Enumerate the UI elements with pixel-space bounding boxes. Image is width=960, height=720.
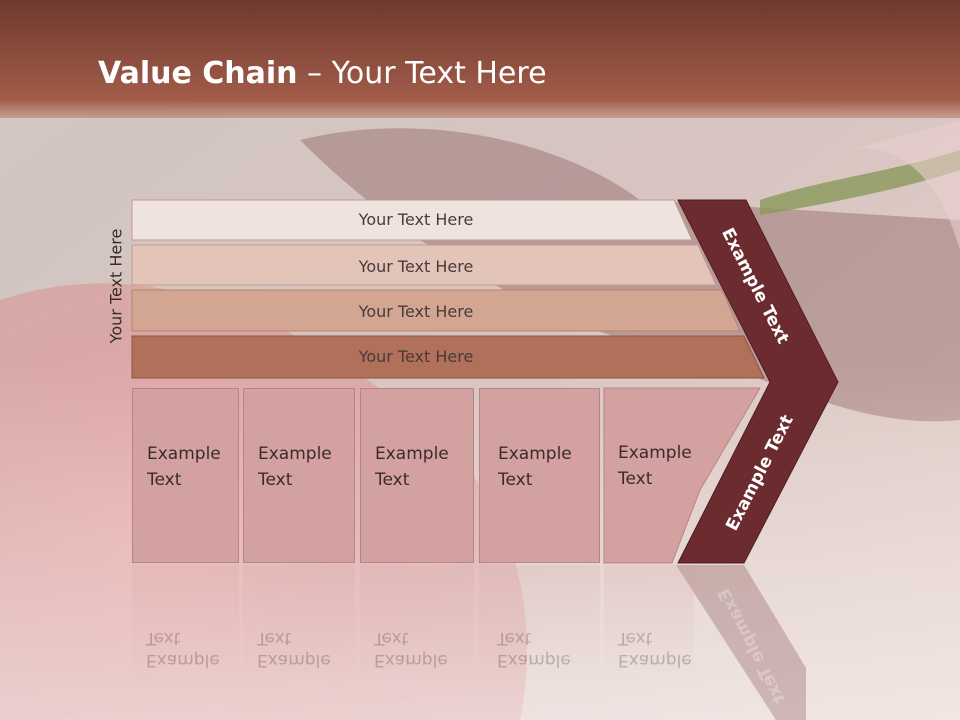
column-4-reflection-line1: Example [497, 650, 571, 670]
slide-title: Value Chain – Your Text Here [98, 56, 547, 91]
bar-3-label: Your Text Here [358, 302, 474, 321]
bar-2-label: Your Text Here [358, 257, 474, 276]
bar-2 [131, 244, 717, 286]
column-1-line2: Text [147, 470, 182, 490]
column-3-reflection-line1: Example [374, 650, 448, 670]
column-5-reflection-line1: Example [618, 650, 692, 670]
title-bold: Value Chain [98, 56, 298, 91]
column-5 [603, 387, 761, 564]
column-4-reflection-line2: Text [497, 628, 532, 648]
title-bar [0, 0, 960, 118]
bar-1-label: Your Text Here [358, 210, 474, 229]
column-1-line1: Example [147, 444, 221, 464]
column-3-reflection-line2: Text [374, 628, 409, 648]
bar-4-label: Your Text Here [358, 347, 474, 366]
bar-1 [131, 199, 693, 241]
column-2-reflection-line2: Text [257, 628, 292, 648]
chevron-reflection [676, 565, 806, 720]
column-4-line2: Text [498, 470, 533, 490]
column-1-reflection-line2: Text [146, 628, 181, 648]
column-2-line1: Example [258, 444, 332, 464]
bar-3 [131, 289, 741, 332]
column-4-line1: Example [498, 444, 572, 464]
column-5-reflection-line2: Text [618, 628, 653, 648]
bar-4 [131, 335, 765, 379]
title-rest: – Your Text Here [297, 56, 547, 91]
column-1-reflection-line1: Example [146, 650, 220, 670]
chevron [677, 199, 839, 564]
column-3-line1: Example [375, 444, 449, 464]
column-3-line2: Text [375, 470, 410, 490]
column-2-reflection-line1: Example [257, 650, 331, 670]
column-5-line2: Text [618, 469, 653, 489]
column-2-line2: Text [258, 470, 293, 490]
column-5-line1: Example [618, 443, 692, 463]
